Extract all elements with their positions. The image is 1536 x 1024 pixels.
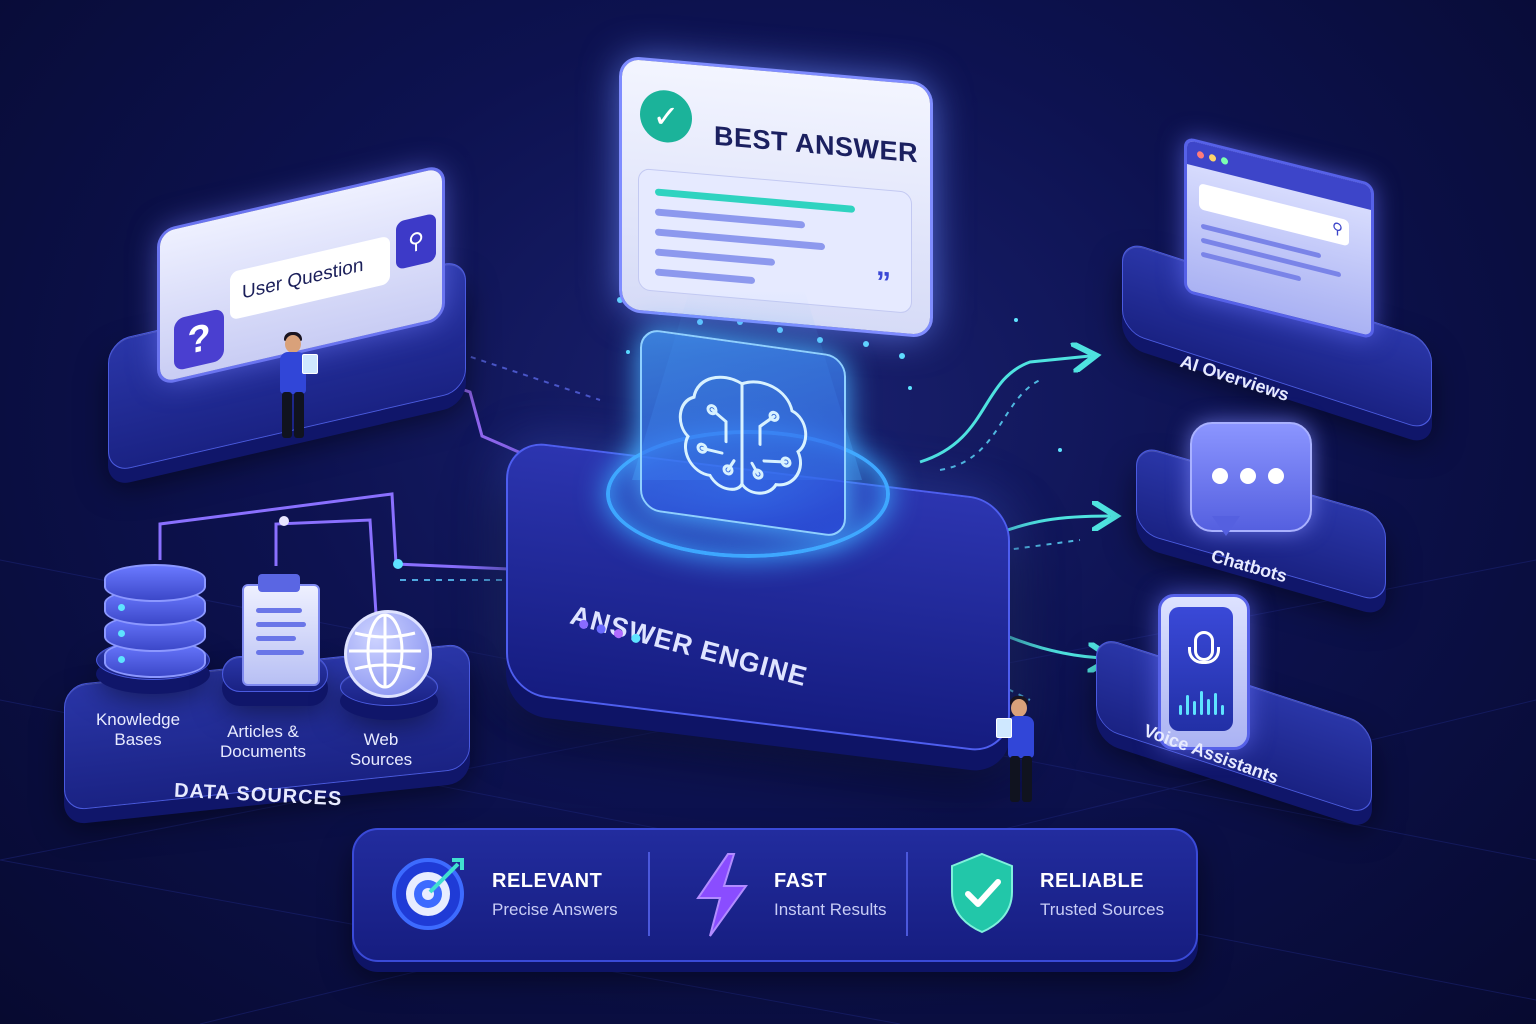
data-source-articles-documents: Articles &Documents <box>220 722 306 761</box>
person-left <box>276 332 318 452</box>
search-icon[interactable]: ⚲ <box>396 212 436 271</box>
benefit-title-fast: FAST <box>774 870 828 892</box>
benefit-subtitle-relevant: Precise Answers <box>492 900 618 919</box>
database-icon <box>104 564 206 680</box>
benefit-title-relevant: RELEVANT <box>492 870 603 892</box>
quote-icon: ” <box>876 265 891 301</box>
ai-chip <box>640 327 846 539</box>
benefit-subtitle-fast: Instant Results <box>774 900 887 919</box>
document-icon <box>242 584 320 686</box>
best-answer-title: BEST ANSWER <box>714 120 919 169</box>
benefit-subtitle-reliable: Trusted Sources <box>1040 900 1165 919</box>
microphone-icon <box>1158 594 1250 750</box>
lightning-icon <box>696 853 748 937</box>
search-icon: ⚲ <box>1332 219 1343 239</box>
chat-bubble-icon <box>1190 422 1312 532</box>
shield-check-icon <box>951 852 1013 934</box>
person-right <box>996 696 1040 820</box>
target-icon <box>392 858 464 930</box>
question-mark-icon: ? <box>174 307 224 372</box>
check-circle-icon: ✓ <box>640 88 692 145</box>
benefits-bar: RELEVANT Precise Answers FAST Instant Re… <box>352 828 1198 962</box>
globe-icon <box>344 610 432 698</box>
brain-circuit-icon <box>678 375 808 495</box>
user-question-field[interactable]: User Question <box>230 235 390 321</box>
benefit-title-reliable: RELIABLE <box>1040 870 1144 892</box>
